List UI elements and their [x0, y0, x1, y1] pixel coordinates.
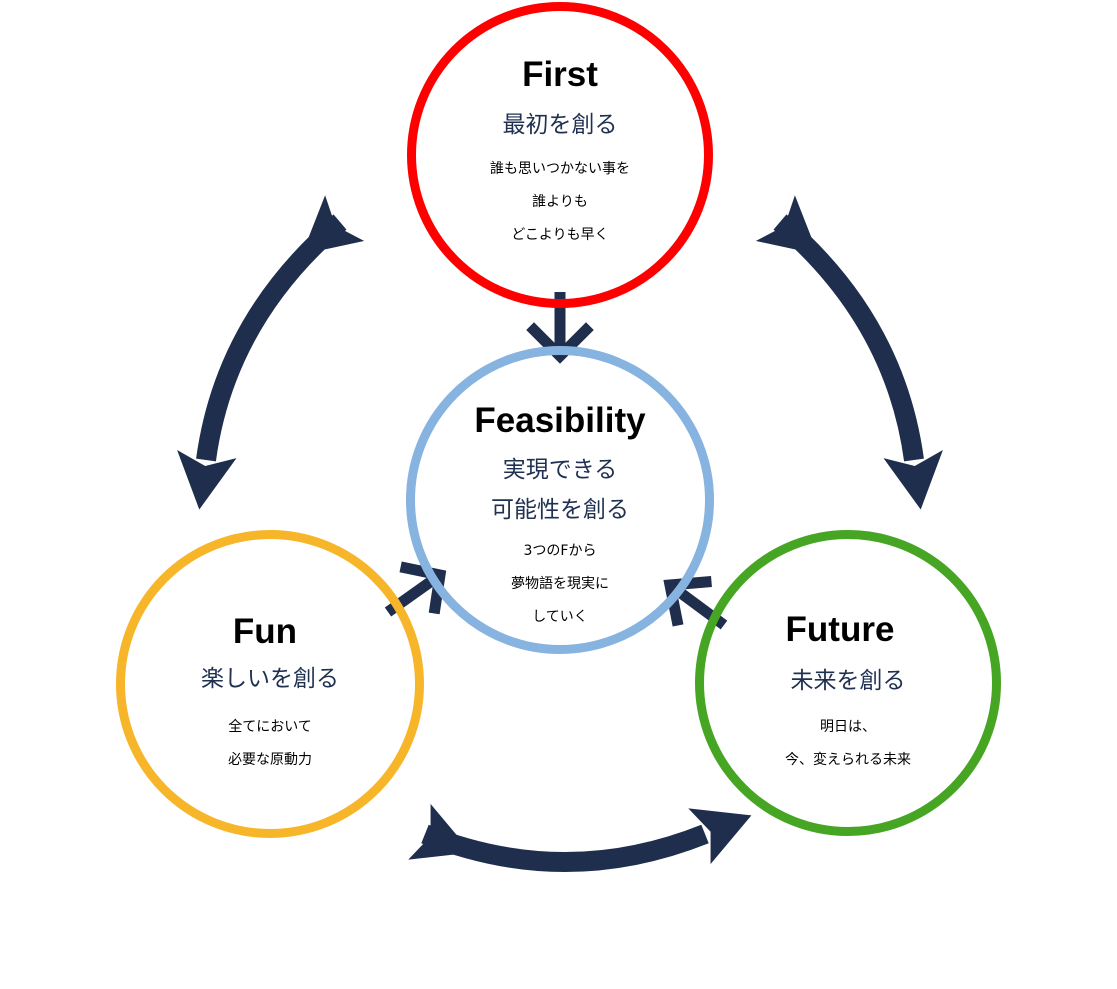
fun-desc-line: 必要な原動力 — [228, 752, 312, 768]
first-circle — [407, 2, 713, 308]
future-desc-line: 明日は、 — [820, 719, 876, 735]
first-subtitle: 最初を創る — [502, 112, 618, 138]
feasibility-subtitle: 実現できる — [502, 457, 618, 483]
future-subtitle: 未来を創る — [790, 668, 906, 694]
future-desc-line: 今、変えられる未来 — [785, 752, 911, 768]
first-fun-double-arrow — [177, 195, 365, 510]
first-future-double-arrow — [755, 195, 943, 510]
first-desc-line: どこよりも早く — [511, 227, 609, 243]
feasibility-desc-line: 3つのFから — [523, 543, 597, 559]
first-desc-line: 誰よりも — [532, 194, 588, 210]
future-title: Future — [785, 610, 895, 649]
first-desc-line: 誰も思いつかない事を — [490, 161, 630, 177]
feasibility-desc-line: 夢物語を現実に — [511, 576, 609, 592]
fun-title: Fun — [232, 612, 298, 651]
feasibility-title: Feasibility — [474, 401, 646, 440]
fun-future-double-arrow — [408, 803, 752, 872]
feasibility-circle — [406, 346, 714, 654]
first-title: First — [522, 55, 598, 94]
fun-desc-line: 全てにおいて — [228, 719, 312, 735]
feasibility-subtitle: 可能性を創る — [491, 497, 629, 523]
feasibility-desc-line: していく — [532, 609, 588, 625]
future-circle — [695, 530, 1001, 836]
fun-subtitle: 楽しいを創る — [201, 666, 339, 692]
fun-circle — [116, 530, 424, 838]
